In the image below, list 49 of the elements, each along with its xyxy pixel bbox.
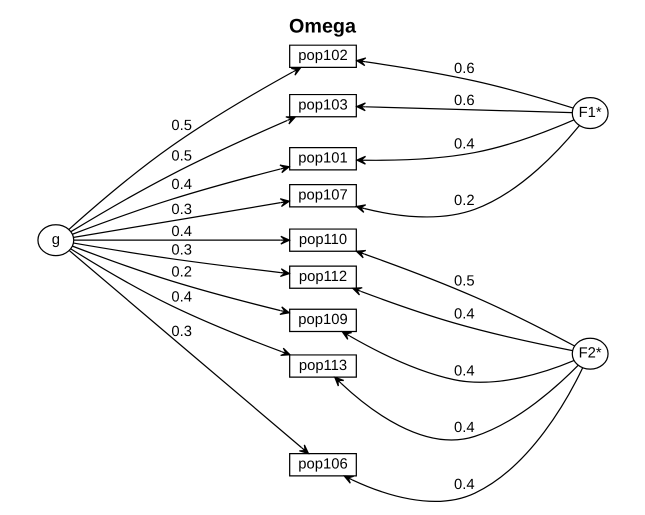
node-ellipse: F1*: [571, 97, 608, 130]
edge-label: 0.2: [170, 264, 192, 281]
edge-label: 0.4: [454, 363, 474, 380]
arrow: [68, 66, 301, 230]
arrow: [355, 250, 574, 346]
node-box: pop109: [288, 308, 356, 332]
edge-label: 0.4: [454, 476, 474, 493]
node-box: pop106: [288, 453, 356, 476]
arrow: [334, 364, 578, 441]
edge-label: 0.4: [170, 289, 192, 306]
edge-label: 0.5: [170, 148, 192, 165]
edge-label: 0.4: [454, 306, 474, 323]
edge-label: 0.6: [454, 61, 474, 78]
arrow: [70, 248, 290, 356]
node-ellipse: F2*: [571, 338, 608, 370]
node-box: pop112: [288, 265, 356, 289]
node-box: pop113: [288, 354, 356, 378]
edge-label: 0.4: [170, 177, 192, 194]
edge-label: 0.5: [454, 273, 474, 290]
diagram-title: Omega: [288, 16, 356, 38]
arrow: [355, 125, 580, 218]
edge-label: 0.4: [454, 136, 474, 152]
edge-label: 0.6: [454, 93, 474, 110]
arrow: [73, 242, 290, 278]
edge-label: 0.4: [454, 420, 474, 436]
arrow: [74, 236, 290, 245]
node-box: pop107: [288, 184, 356, 208]
arrow: [356, 57, 573, 109]
arrow: [356, 119, 574, 165]
arrow: [70, 116, 296, 232]
edge-label: 0.3: [170, 324, 192, 340]
node-box: pop103: [288, 94, 356, 118]
edge-label: 0.4: [170, 224, 192, 240]
arrow: [73, 198, 290, 238]
edge-label: 0.3: [170, 202, 192, 218]
node-box: pop101: [288, 147, 356, 170]
arrow: [341, 331, 574, 383]
node-ellipse: g: [36, 224, 74, 256]
edge-label: 0.2: [454, 193, 474, 210]
node-box: pop102: [288, 44, 356, 68]
arrow: [72, 164, 290, 235]
arrow: [356, 102, 572, 114]
edge-label: 0.3: [170, 242, 192, 258]
arrow: [352, 287, 572, 352]
edge-label: 0.5: [170, 118, 192, 134]
node-box: pop110: [288, 228, 356, 252]
arrow: [68, 250, 309, 454]
arrow: [343, 368, 583, 502]
arrow: [72, 246, 290, 316]
